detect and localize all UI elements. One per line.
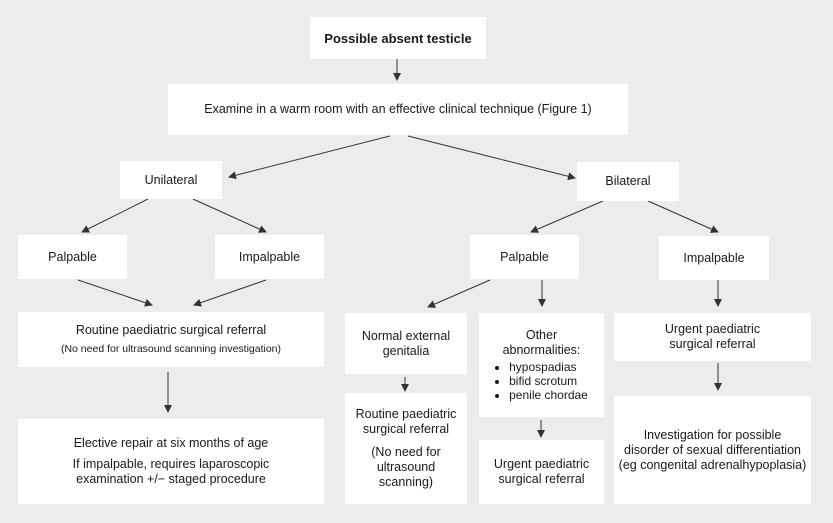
node-label: abnormalities: — [502, 343, 581, 357]
node-label: If impalpable, requires laparoscopic — [72, 457, 270, 471]
node-label: Routine paediatric — [355, 407, 457, 421]
node-label: Other — [525, 328, 558, 342]
arrow-uni-palpable-to-routine — [77, 279, 153, 307]
node-label: Urgent paediatric — [664, 322, 761, 336]
node-possible-absent-testicle: Possible absent testicle — [310, 17, 486, 59]
node-label: surgical referral — [498, 472, 585, 486]
node-label: Palpable — [48, 249, 97, 264]
node-label: Elective repair at six months of age — [73, 436, 269, 450]
list-item: penile chordae — [509, 388, 588, 402]
node-note: (No need for — [371, 445, 441, 459]
node-note: scanning) — [378, 475, 434, 489]
arrow-unilateral-to-impalpable — [192, 198, 267, 233]
abnormalities-list: hypospadias bifid scrotum penile chordae — [495, 360, 588, 402]
node-label: surgical referral — [669, 337, 756, 351]
node-label: examination +/− staged procedure — [76, 472, 266, 486]
node-routine-referral: Routine paediatric surgical referral (No… — [18, 312, 324, 367]
arrow-examine-to-unilateral — [228, 135, 391, 180]
node-label: Routine paediatric surgical referral — [75, 322, 267, 337]
node-label: Examine in a warm room with an effective… — [204, 102, 592, 116]
list-item: hypospadias — [509, 360, 588, 374]
node-label: Impalpable — [683, 250, 745, 265]
node-label: (eg congenital adrenalhypoplasia) — [618, 457, 807, 472]
node-elective-repair: Elective repair at six months of age If … — [18, 419, 324, 504]
node-label: Impalpable — [238, 249, 301, 264]
node-urgent-referral-mid: Urgent paediatric surgical referral — [479, 440, 604, 504]
node-label: Palpable — [500, 249, 549, 264]
node-label: Possible absent testicle — [324, 30, 472, 46]
node-routine-referral-mid: Routine paediatric surgical referral (No… — [345, 393, 467, 504]
arrow-bi-palpable-to-normal — [427, 279, 491, 308]
arrow-bilateral-to-palpable — [530, 200, 604, 233]
node-note: ultrasound — [376, 460, 436, 474]
node-label: surgical referral — [362, 422, 450, 436]
node-other-abnormalities: Other abnormalities: hypospadias bifid s… — [479, 313, 604, 417]
node-unilateral: Unilateral — [120, 161, 222, 199]
node-label: Urgent paediatric — [493, 457, 590, 471]
arrow-bilateral-to-impalpable — [647, 200, 719, 233]
node-unilateral-impalpable: Impalpable — [215, 235, 324, 279]
node-label: Investigation for possible — [643, 427, 782, 442]
node-normal-genitalia: Normal external genitalia — [345, 313, 467, 374]
node-bilateral: Bilateral — [577, 162, 679, 201]
node-label: Unilateral — [144, 172, 198, 187]
node-bilateral-palpable: Palpable — [470, 235, 579, 279]
node-urgent-referral-right: Urgent paediatric surgical referral — [614, 313, 811, 361]
node-unilateral-palpable: Palpable — [18, 235, 127, 279]
list-item: bifid scrotum — [509, 374, 588, 388]
node-investigation: Investigation for possible disorder of s… — [614, 396, 811, 504]
arrow-examine-to-bilateral — [407, 135, 576, 181]
node-note: (No need for ultrasound scanning investi… — [60, 342, 282, 355]
arrow-uni-impalpable-to-routine — [193, 279, 267, 307]
node-label: Normal external — [361, 328, 451, 343]
arrow-unilateral-to-palpable — [81, 198, 149, 233]
node-examine: Examine in a warm room with an effective… — [168, 84, 628, 135]
node-label: Bilateral — [605, 174, 651, 188]
node-label: genitalia — [382, 343, 430, 358]
node-label: disorder of sexual differentiation — [624, 442, 801, 457]
node-bilateral-impalpable: Impalpable — [659, 236, 769, 280]
